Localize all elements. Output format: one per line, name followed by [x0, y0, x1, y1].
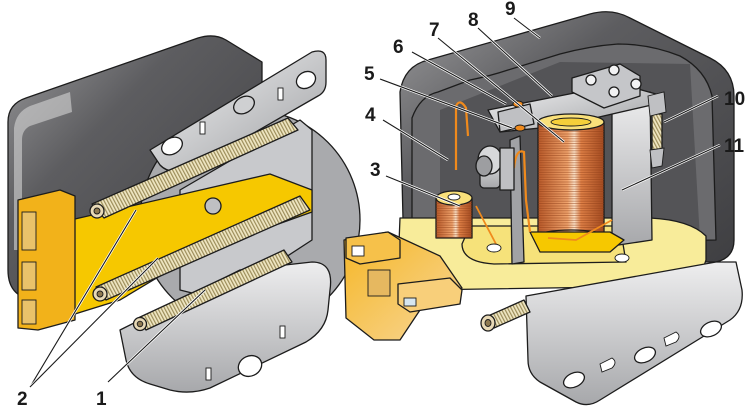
right-mounting-bracket — [525, 261, 743, 406]
armature-spring — [647, 91, 667, 169]
rivet — [608, 86, 620, 98]
bracket-hole — [699, 320, 723, 338]
bracket-slot — [279, 325, 286, 339]
connector-socket — [21, 261, 37, 291]
bracket-hole — [237, 354, 263, 378]
callout-2: 2 — [17, 209, 159, 410]
callout-4: 4 — [365, 105, 449, 162]
coil-base — [529, 231, 625, 253]
connector-socket — [21, 211, 37, 251]
callout-5: 5 — [364, 64, 513, 130]
callout-label-6: 6 — [393, 37, 404, 58]
bracket-slot — [199, 121, 206, 135]
bracket-slot — [205, 367, 212, 381]
callout-7: 7 — [429, 20, 565, 144]
callout-label-7: 7 — [429, 20, 440, 41]
callout-label-5: 5 — [364, 64, 375, 85]
callout-3: 3 — [370, 160, 461, 208]
resistor-spring-lower — [132, 249, 293, 332]
threaded-stud — [480, 299, 531, 332]
rivet — [585, 74, 597, 86]
bracket-hole — [295, 70, 317, 90]
bracket-hole — [161, 136, 183, 156]
callout-label-1: 1 — [96, 389, 107, 410]
center-nut — [204, 197, 222, 215]
lower-contact — [514, 124, 526, 132]
rivet — [630, 78, 642, 90]
bracket-hole — [562, 371, 586, 389]
callout-10: 10 — [663, 89, 745, 124]
resistor-spring-middle — [92, 195, 311, 302]
right-connector-block — [343, 231, 463, 341]
bracket-hole — [233, 95, 255, 115]
main-coil — [537, 113, 605, 243]
callout-label-8: 8 — [468, 10, 479, 31]
callout-11: 11 — [621, 136, 745, 192]
callout-6: 6 — [393, 37, 507, 106]
right-view-regulator — [343, 11, 743, 406]
callouts: 1 2 3 4 5 6 — [17, 0, 745, 410]
coil-lead-wire — [475, 205, 613, 245]
callout-label-9: 9 — [505, 0, 516, 20]
callout-9: 9 — [505, 0, 541, 40]
bracket-slot — [663, 331, 680, 347]
callout-label-10: 10 — [724, 89, 745, 110]
left-view-regulator — [7, 35, 361, 393]
rivet — [608, 64, 620, 76]
bracket-slot — [277, 87, 284, 101]
left-mounting-bracket-bottom — [119, 261, 332, 393]
base-hole — [614, 253, 630, 263]
connector-socket — [21, 299, 37, 325]
base-hole — [486, 243, 502, 253]
callout-8: 8 — [468, 10, 553, 97]
callout-label-11: 11 — [724, 136, 745, 157]
bracket-hole — [633, 346, 657, 364]
callout-label-4: 4 — [365, 105, 376, 126]
callout-1: 1 — [96, 289, 206, 410]
bracket-slot — [599, 357, 616, 373]
callout-label-3: 3 — [370, 160, 381, 181]
resistor-spring-upper — [89, 117, 299, 219]
callout-label-2: 2 — [17, 389, 28, 410]
adjusting-screw — [475, 145, 515, 191]
